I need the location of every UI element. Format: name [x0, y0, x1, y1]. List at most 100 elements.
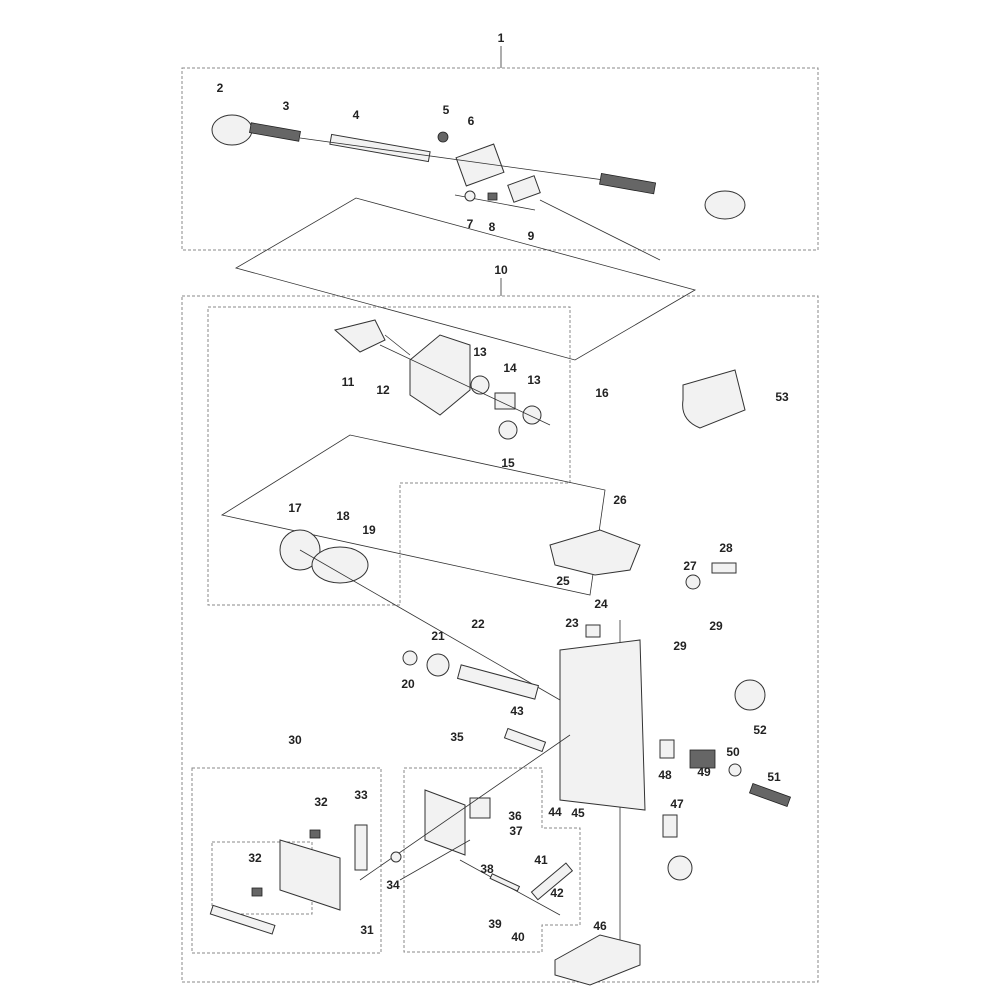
callout-29: 29: [673, 639, 687, 653]
callout-1: 1: [498, 31, 505, 45]
callout-26: 26: [613, 493, 627, 507]
axis-gearbox: [379, 334, 551, 426]
callout-33: 33: [354, 788, 368, 802]
screw-28: [711, 562, 737, 574]
wheel-bottom: [667, 855, 693, 881]
callout-44: 44: [548, 805, 562, 819]
nut-7: [464, 190, 476, 202]
callout-51: 51: [767, 770, 781, 784]
callout-37: 37: [509, 824, 523, 838]
housing: [409, 334, 471, 416]
callout-38: 38: [480, 862, 494, 876]
spring-right: [599, 172, 657, 195]
callout-53: 53: [775, 390, 789, 404]
bearing-13a: [470, 375, 490, 395]
wheel-52: [734, 679, 766, 711]
callout-21: 21: [431, 629, 445, 643]
pin-47: [662, 814, 678, 838]
callout-32: 32: [314, 795, 328, 809]
callout-49: 49: [697, 765, 711, 779]
callout-23: 23: [565, 616, 579, 630]
screw-32b: [251, 887, 263, 897]
spacer-23: [585, 624, 601, 638]
callout-39: 39: [488, 917, 502, 931]
sleeve-48: [659, 739, 675, 759]
callout-3: 3: [283, 99, 290, 113]
tube-9: [507, 175, 541, 203]
part-36: [469, 797, 491, 819]
screw-32a: [309, 829, 321, 839]
strip-33: [354, 824, 368, 871]
callout-20: 20: [401, 677, 415, 691]
callout-50: 50: [726, 745, 740, 759]
callout-31: 31: [360, 923, 374, 937]
callout-15: 15: [501, 456, 515, 470]
callout-13: 13: [527, 373, 541, 387]
callout-4: 4: [353, 108, 360, 122]
callout-47: 47: [670, 797, 684, 811]
callout-42: 42: [550, 886, 564, 900]
clamp-plate-35: [424, 789, 466, 856]
callout-9: 9: [528, 229, 535, 243]
assembly-16-box: [207, 306, 571, 606]
washer-15: [498, 420, 518, 440]
callout-43: 43: [510, 704, 524, 718]
bar-31: [209, 904, 276, 935]
ring-20: [402, 650, 418, 666]
gear-14: [494, 392, 516, 410]
handle-43: [503, 727, 547, 753]
callout-19: 19: [362, 523, 376, 537]
bearing-21: [426, 653, 450, 677]
parts: [209, 114, 792, 986]
group-boxes: [181, 46, 819, 983]
nut-5: [437, 131, 449, 143]
sleeve-6: [455, 143, 505, 187]
lever-42: [530, 862, 574, 901]
callout-29: 29: [709, 619, 723, 633]
callout-52: 52: [753, 723, 767, 737]
callout-36: 36: [508, 809, 522, 823]
callout-7: 7: [467, 217, 474, 231]
callout-14: 14: [503, 361, 517, 375]
bracket-53: [682, 369, 746, 429]
assembly-30-box: [191, 767, 382, 954]
callout-25: 25: [556, 574, 570, 588]
callout-8: 8: [489, 220, 496, 234]
assembly-1-box: [181, 67, 819, 251]
callout-40: 40: [511, 930, 525, 944]
rod: [329, 133, 431, 163]
shaft-22: [456, 664, 540, 700]
plane-guide-2: [220, 434, 606, 596]
ring-27: [685, 574, 701, 590]
callout-11: 11: [342, 375, 355, 389]
screw-34: [390, 851, 402, 863]
callout-12: 12: [376, 383, 390, 397]
callout-28: 28: [719, 541, 733, 555]
knob-right: [704, 190, 746, 220]
callout-45: 45: [571, 806, 585, 820]
callout-10: 10: [494, 263, 508, 277]
base-46: [554, 934, 641, 986]
callout-5: 5: [443, 103, 450, 117]
callout-48: 48: [658, 768, 672, 782]
block: [559, 639, 646, 811]
pin-8: [487, 192, 498, 201]
callout-24: 24: [594, 597, 608, 611]
callout-35: 35: [450, 730, 464, 744]
callout-30: 30: [288, 733, 302, 747]
callout-41: 41: [534, 853, 548, 867]
nut-50: [728, 763, 742, 777]
knob-49: [689, 749, 716, 769]
plate-18: [311, 546, 369, 584]
plane-guide-1: [234, 197, 697, 361]
assembly-35-box: [403, 767, 581, 953]
callout-13: 13: [473, 345, 487, 359]
callout-17: 17: [288, 501, 302, 515]
callout-27: 27: [683, 559, 697, 573]
bolt-51: [748, 782, 792, 808]
spring-left: [249, 122, 301, 142]
bearing-13b: [522, 405, 542, 425]
callout-46: 46: [593, 919, 607, 933]
